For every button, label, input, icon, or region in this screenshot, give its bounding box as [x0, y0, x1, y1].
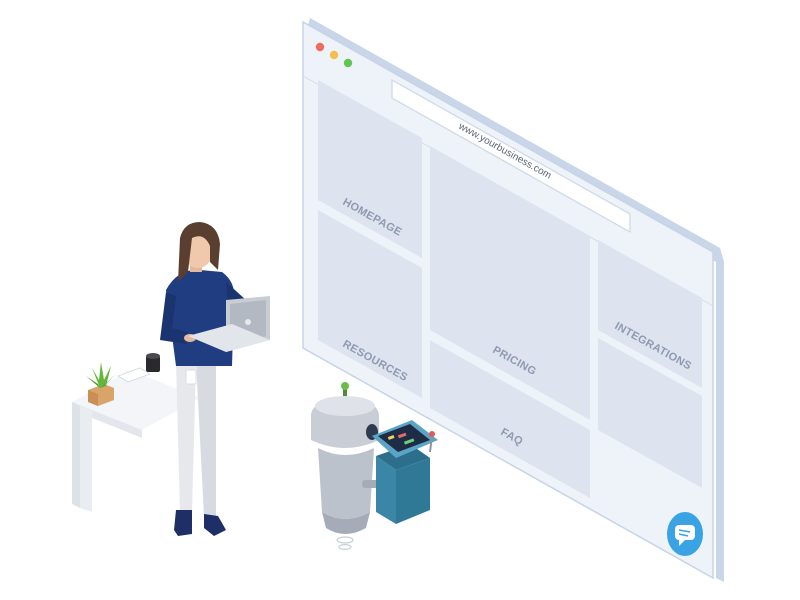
chat-bubble-icon [675, 525, 695, 546]
robot [311, 382, 382, 550]
tile-pricing[interactable] [430, 146, 590, 420]
minimize-dot-icon[interactable] [329, 50, 339, 60]
plant [86, 362, 116, 406]
control-kiosk [372, 420, 438, 524]
tile-integrations[interactable] [598, 240, 702, 388]
person-with-laptop [160, 222, 270, 536]
tile-extra[interactable] [598, 338, 702, 488]
maximize-dot-icon[interactable] [343, 58, 353, 68]
tile-resources[interactable] [318, 210, 422, 398]
close-dot-icon[interactable] [315, 42, 325, 52]
tile-faq[interactable] [430, 340, 590, 498]
desk [72, 353, 200, 512]
chat-widget-button[interactable] [667, 512, 703, 556]
laptop [188, 296, 270, 352]
tile-homepage[interactable] [318, 80, 422, 258]
coffee-mug [146, 353, 160, 372]
